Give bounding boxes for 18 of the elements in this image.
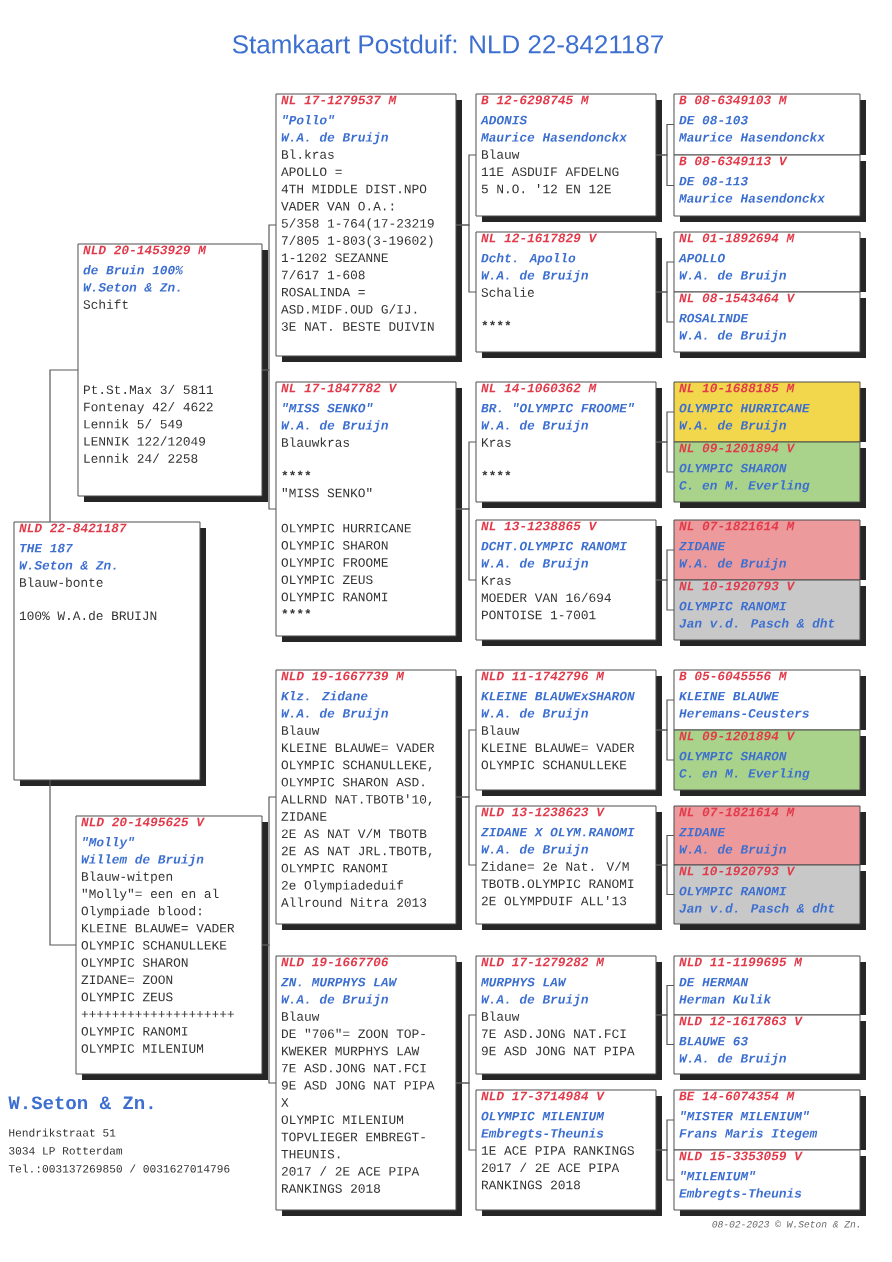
connector-line xyxy=(655,579,675,611)
connector-line xyxy=(455,1082,477,1151)
connector-line xyxy=(655,291,675,323)
connector-line xyxy=(655,1149,675,1181)
connector-line xyxy=(655,154,675,187)
title: Stamkaart Postduif: NLD 22-8421187 xyxy=(232,34,663,54)
connector-line xyxy=(655,1014,675,1046)
connector-line xyxy=(455,508,477,581)
company-name: W.Seton & Zn. xyxy=(8,1096,153,1110)
connector-line xyxy=(655,441,675,473)
connector-line xyxy=(49,779,77,946)
connector-line xyxy=(455,796,477,866)
connector-line xyxy=(655,864,675,896)
connector-line xyxy=(261,944,277,1084)
connector-line xyxy=(49,369,79,523)
connector-line xyxy=(455,224,477,293)
connector-line xyxy=(655,729,675,761)
connector-line xyxy=(261,369,277,510)
